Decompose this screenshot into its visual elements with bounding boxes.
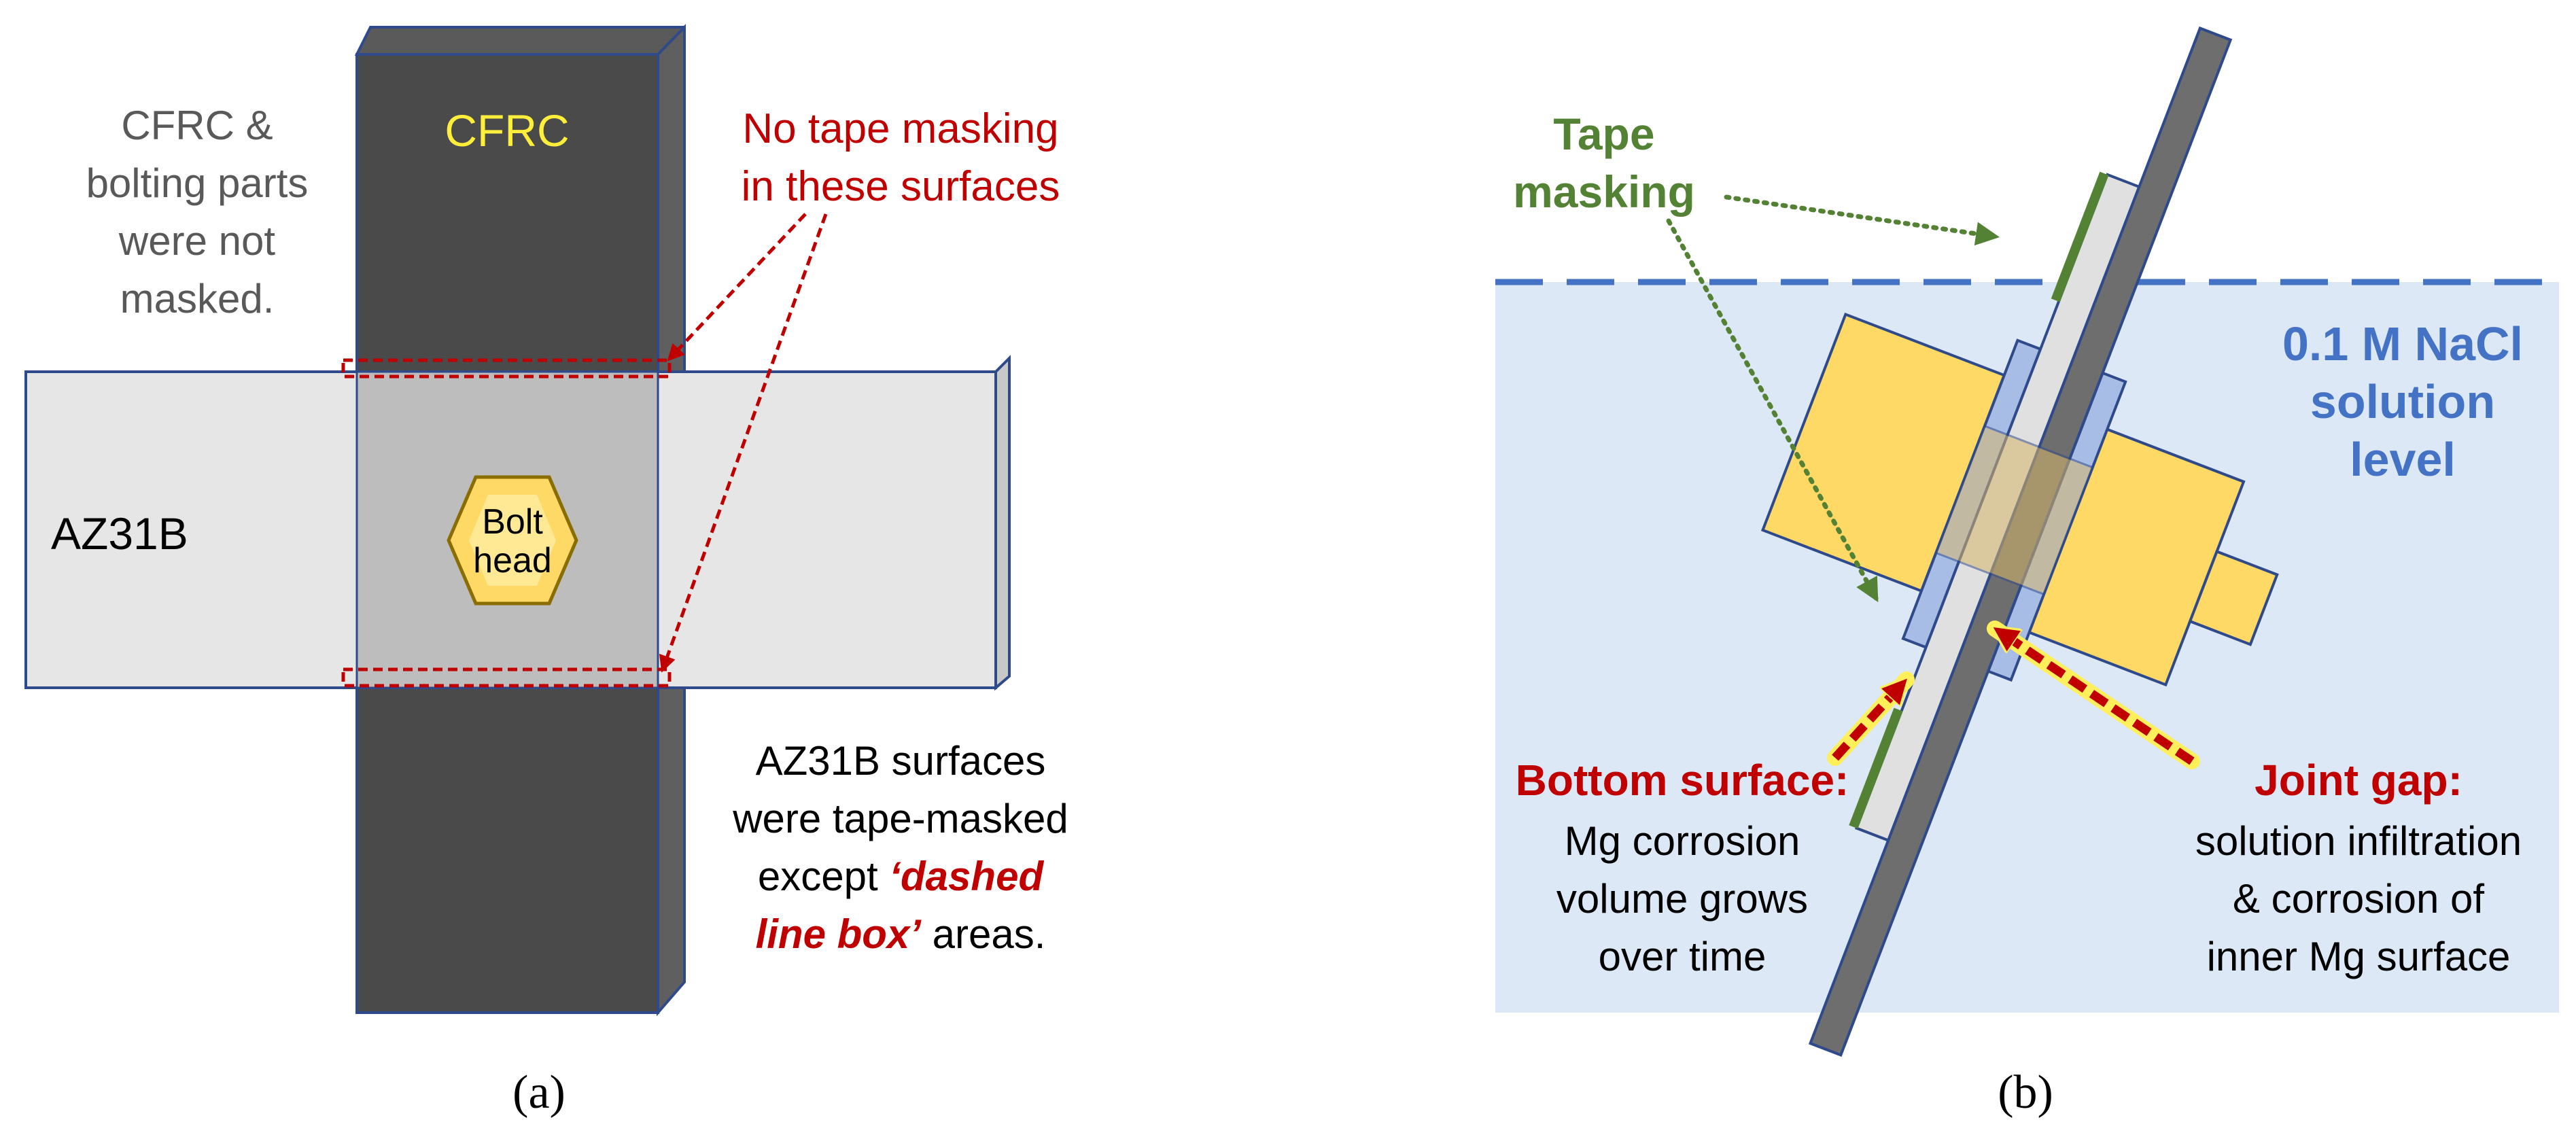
panel-a: Bolt head CFRC AZ31B CFRC & bolting part…	[24, 24, 1068, 1119]
dashed-box-top	[341, 358, 672, 379]
panel-b: Tape masking 0.1 M NaCl solution level B…	[1495, 26, 2559, 1119]
note-masked-line-3-plain: except	[758, 854, 889, 899]
az31b-plate-side-edge	[994, 355, 1011, 691]
bottom-surface-body-3: over time	[1599, 934, 1766, 979]
note-unmasked-line-4: masked.	[120, 276, 275, 321]
note-masked-line-4-plain: areas.	[921, 911, 1045, 957]
note-masked-line-1: AZ31B surfaces	[756, 738, 1046, 784]
note-masked-line-4-emph: line box’	[756, 911, 922, 957]
bolt-head-label-1: Bolt	[482, 502, 543, 542]
tape-masking-top	[2051, 171, 2109, 302]
cfrc-bar-top-edge	[354, 26, 686, 56]
note-masked-line-4: line box’ areas.	[756, 911, 1046, 957]
cfrc-label: CFRC	[445, 105, 569, 156]
joint-gap-note: Joint gap: solution infiltration & corro…	[2195, 756, 2522, 979]
tape-masking-label-2: masking	[1513, 167, 1695, 217]
bottom-surface-title: Bottom surface:	[1516, 756, 1849, 805]
dashed-box-bottom	[341, 667, 672, 688]
solution-label-3: level	[2350, 433, 2456, 486]
bottom-surface-body-2: volume grows	[1556, 876, 1808, 922]
arrow-bottom-surface-core	[1832, 683, 1903, 761]
note-unmasked: CFRC & bolting parts were not masked.	[86, 103, 309, 321]
joint-gap-title: Joint gap:	[2255, 756, 2462, 805]
note-no-tape-line-1: No tape masking	[742, 105, 1058, 152]
note-unmasked-line-2: bolting parts	[86, 160, 309, 206]
arrow-tape-top	[1724, 194, 2000, 246]
joint-gap-body-3: inner Mg surface	[2207, 934, 2511, 979]
solution-level-label: 0.1 M NaCl solution level	[2282, 317, 2523, 486]
bolt-head-highlight	[469, 495, 556, 586]
bolt-shank-tip	[2188, 549, 2279, 646]
solution-label-1: 0.1 M NaCl	[2282, 317, 2523, 370]
note-masked-line-2: were tape-masked	[732, 796, 1068, 841]
tape-masking-bottom	[1849, 707, 1903, 829]
note-masked: AZ31B surfaces were tape-masked except ‘…	[732, 738, 1068, 957]
joint-gap-body-2: & corrosion of	[2233, 876, 2484, 922]
bottom-surface-note: Bottom surface: Mg corrosion volume grow…	[1516, 756, 1849, 979]
tape-masking-label: Tape masking	[1513, 109, 1695, 217]
arrow-no-tape-top	[667, 213, 807, 362]
arrow-no-tape-bottom	[659, 213, 828, 673]
bottom-surface-body-1: Mg corrosion	[1565, 818, 1800, 864]
note-no-tape-line-2: in these surfaces	[742, 163, 1060, 210]
caption-b: (b)	[1998, 1066, 2053, 1119]
bolt-shank	[1934, 424, 2094, 596]
note-no-tape: No tape masking in these surfaces	[742, 105, 1060, 210]
az31b-label: AZ31B	[51, 508, 188, 559]
note-unmasked-line-3: were not	[118, 218, 275, 264]
bolt-head-label-2: head	[473, 541, 552, 580]
arrow-joint-gap-core	[1998, 631, 2195, 765]
joint-assembly	[1760, 26, 2279, 1057]
note-masked-line-3-emph: ‘dashed	[889, 854, 1044, 899]
caption-a: (a)	[512, 1066, 565, 1119]
tape-masking-label-1: Tape	[1553, 109, 1654, 159]
note-masked-line-3: except ‘dashed	[758, 854, 1045, 899]
solution-label-2: solution	[2310, 375, 2495, 428]
note-unmasked-line-1: CFRC &	[121, 103, 273, 148]
joint-gap-body-1: solution infiltration	[2195, 818, 2522, 864]
